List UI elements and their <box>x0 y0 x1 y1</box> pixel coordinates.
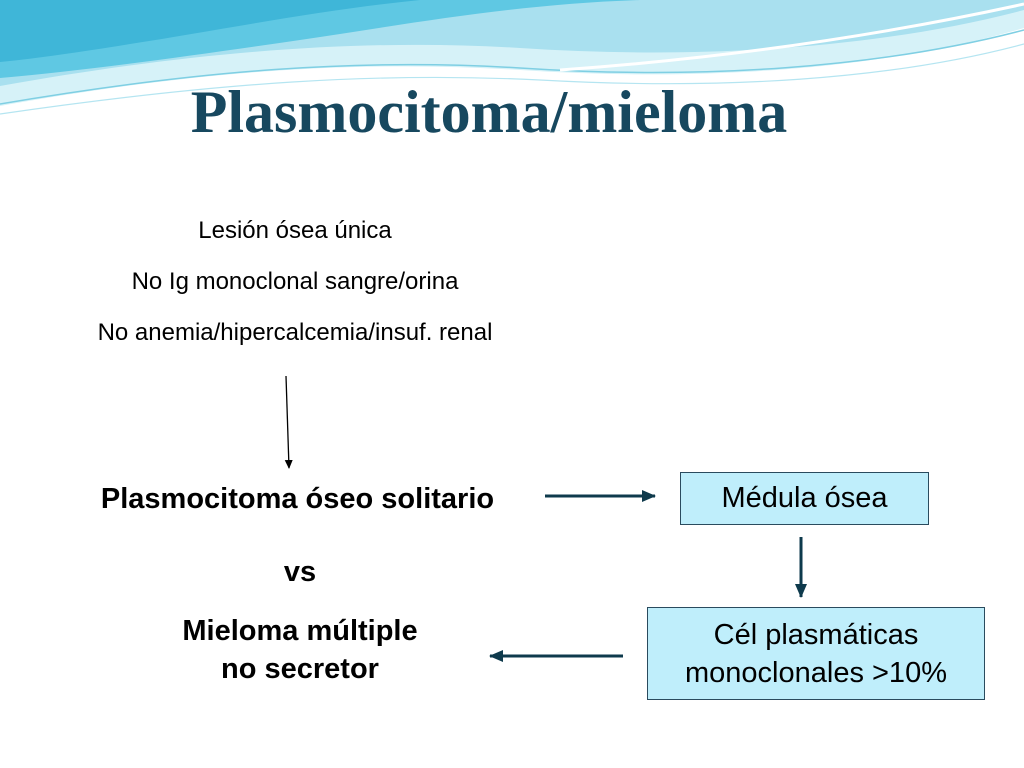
wave-line-1 <box>0 29 1024 105</box>
node-myeloma-line1: Mieloma múltiple <box>182 615 418 647</box>
wave-line-3 <box>559 2 1024 72</box>
node-myeloma-line2: no secretor <box>221 653 379 685</box>
box-plasma-cells-line2: monoclonales >10% <box>685 657 947 689</box>
arrow-criteria-to-solitary <box>284 375 293 469</box>
box-plasma-cells: Cél plasmáticas monoclonales >10% <box>647 607 985 700</box>
wave-line-2 <box>0 43 1024 115</box>
criterion-single-lesion: Lesión ósea única <box>198 217 392 244</box>
wave-band-deep <box>0 0 420 62</box>
node-myeloma: Mieloma múltiple no secretor <box>40 612 560 688</box>
box-plasma-cells-line1: Cél plasmáticas <box>713 619 919 651</box>
criterion-no-crab: No anemia/hipercalcemia/insuf. renal <box>97 319 493 346</box>
node-solitary-plasmacytoma: Plasmocitoma óseo solitario <box>100 483 495 515</box>
criterion-no-monoclonal-ig: No Ig monoclonal sangre/orina <box>131 268 459 295</box>
vs-label: vs <box>283 556 317 588</box>
header-wave-decoration <box>0 0 1024 115</box>
slide-title: Plasmocitoma/mieloma <box>190 79 788 145</box>
box-bone-marrow: Médula ósea <box>680 472 929 525</box>
